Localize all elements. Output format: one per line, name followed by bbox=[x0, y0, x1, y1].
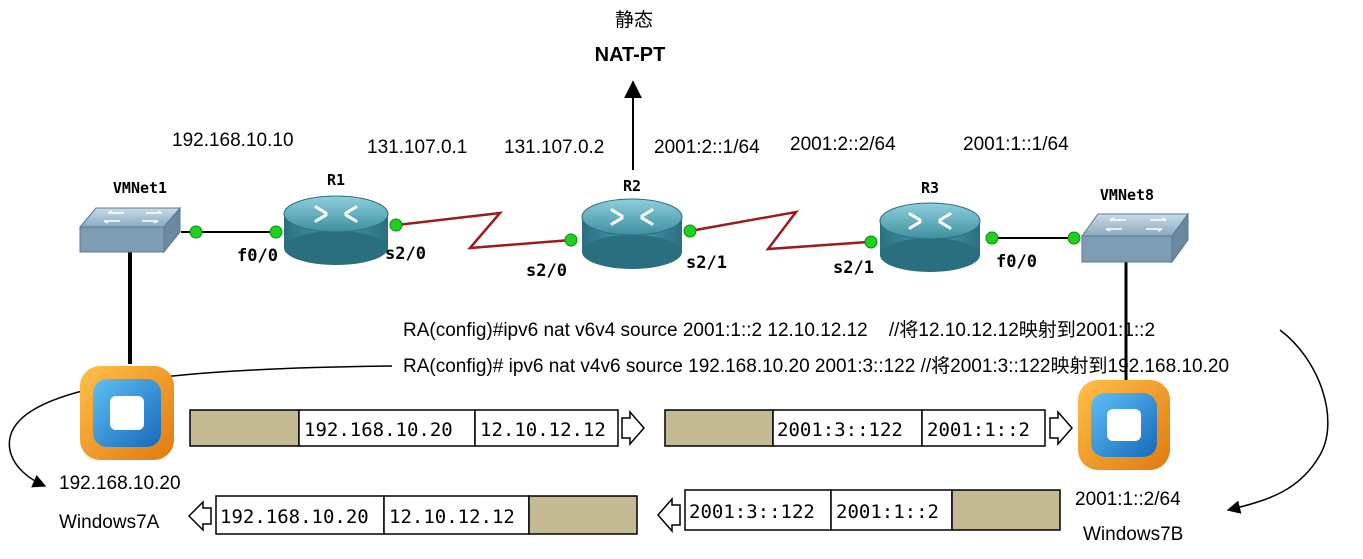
packet-top-right-src: 2001:3::122 bbox=[777, 419, 903, 441]
packet-arrow-right-1 bbox=[621, 410, 645, 446]
host-b-icon[interactable] bbox=[1078, 380, 1170, 470]
port-dot-r2-s20 bbox=[564, 233, 578, 247]
serial-link-r2-r3 bbox=[689, 210, 869, 251]
host-b-name: Windows7B bbox=[1083, 524, 1183, 545]
packet-top-left-src: 192.168.10.20 bbox=[304, 419, 453, 441]
packet-bottom-left-dst: 12.10.12.12 bbox=[389, 506, 515, 528]
port-label-r3-s21: s2/1 bbox=[833, 258, 874, 278]
port-label-r1-f00: f0/0 bbox=[237, 246, 278, 266]
packet-arrow-right-2 bbox=[1049, 410, 1073, 446]
packet-top-right: 2001:3::122 2001:1::2 bbox=[664, 409, 1046, 447]
title-line-2: NAT-PT bbox=[595, 44, 666, 66]
curve-arrow-right bbox=[1226, 329, 1329, 514]
packet-bottom-right-src: 2001:3::122 bbox=[689, 501, 815, 523]
port-label-r2-s20: s2/0 bbox=[526, 261, 567, 281]
command-v6v4: RA(config)#ipv6 nat v6v4 source 2001:1::… bbox=[403, 319, 1155, 341]
port-dot-r1-s20 bbox=[389, 218, 403, 232]
curve-arrow-left bbox=[8, 365, 393, 488]
router-r1[interactable] bbox=[283, 195, 389, 265]
port-dot-vmnet8 bbox=[1067, 231, 1081, 245]
title-line-1: 静态 bbox=[615, 9, 653, 31]
router-r2[interactable] bbox=[581, 198, 683, 269]
r3-f00-ip-label: 2001:1::1/64 bbox=[963, 134, 1069, 155]
packet-top-left: 192.168.10.20 12.10.12.12 bbox=[189, 409, 619, 447]
serial-link-r1-r2 bbox=[396, 211, 572, 250]
r3-s21-ip-label: 2001:2::2/64 bbox=[790, 134, 896, 155]
vmnet1-label: VMNet1 bbox=[113, 179, 167, 197]
port-dot-r3-s21 bbox=[864, 235, 878, 249]
port-label-r2-s21: s2/1 bbox=[686, 253, 727, 273]
port-label-r3-f00: f0/0 bbox=[996, 252, 1037, 272]
host-a-icon[interactable] bbox=[80, 366, 174, 460]
host-a-name: Windows7A bbox=[59, 512, 160, 533]
r2-label: R2 bbox=[623, 177, 641, 195]
r2-s21-ip-label: 2001:2::1/64 bbox=[654, 137, 760, 158]
r1-label: R1 bbox=[327, 171, 345, 189]
packet-arrow-left-1 bbox=[657, 497, 681, 533]
r2-s20-ip-label: 131.107.0.2 bbox=[504, 137, 604, 158]
packet-bottom-right-dst: 2001:1::2 bbox=[836, 501, 939, 523]
packet-bottom-left: 192.168.10.20 12.10.12.12 bbox=[215, 495, 638, 535]
port-label-r1-s20: s2/0 bbox=[385, 244, 426, 264]
packet-arrow-left-2 bbox=[187, 500, 212, 532]
router-r3[interactable] bbox=[879, 202, 981, 272]
switch-vmnet1[interactable] bbox=[78, 206, 182, 254]
vmnet1-ip-label: 192.168.10.10 bbox=[172, 130, 294, 151]
switch-vmnet8[interactable] bbox=[1081, 212, 1189, 264]
r3-label: R3 bbox=[921, 179, 939, 197]
r1-s20-ip-label: 131.107.0.1 bbox=[367, 137, 467, 158]
vmnet8-label: VMNet8 bbox=[1100, 186, 1154, 204]
port-dot-r3-f00 bbox=[985, 231, 999, 245]
packet-bottom-right: 2001:3::122 2001:1::2 bbox=[684, 489, 1061, 531]
port-dot-r2-s21 bbox=[683, 224, 697, 238]
host-b-ip: 2001:1::2/64 bbox=[1075, 489, 1181, 510]
host-a-ip: 192.168.10.20 bbox=[59, 473, 181, 494]
packet-top-right-dst: 2001:1::2 bbox=[927, 419, 1030, 441]
command-v4v6: RA(config)# ipv6 nat v4v6 source 192.168… bbox=[403, 355, 1229, 377]
port-dot-r1-f00 bbox=[269, 225, 283, 239]
packet-bottom-left-src: 192.168.10.20 bbox=[220, 506, 369, 528]
port-dot-vmnet1 bbox=[189, 225, 203, 239]
packet-top-left-dst: 12.10.12.12 bbox=[480, 419, 606, 441]
